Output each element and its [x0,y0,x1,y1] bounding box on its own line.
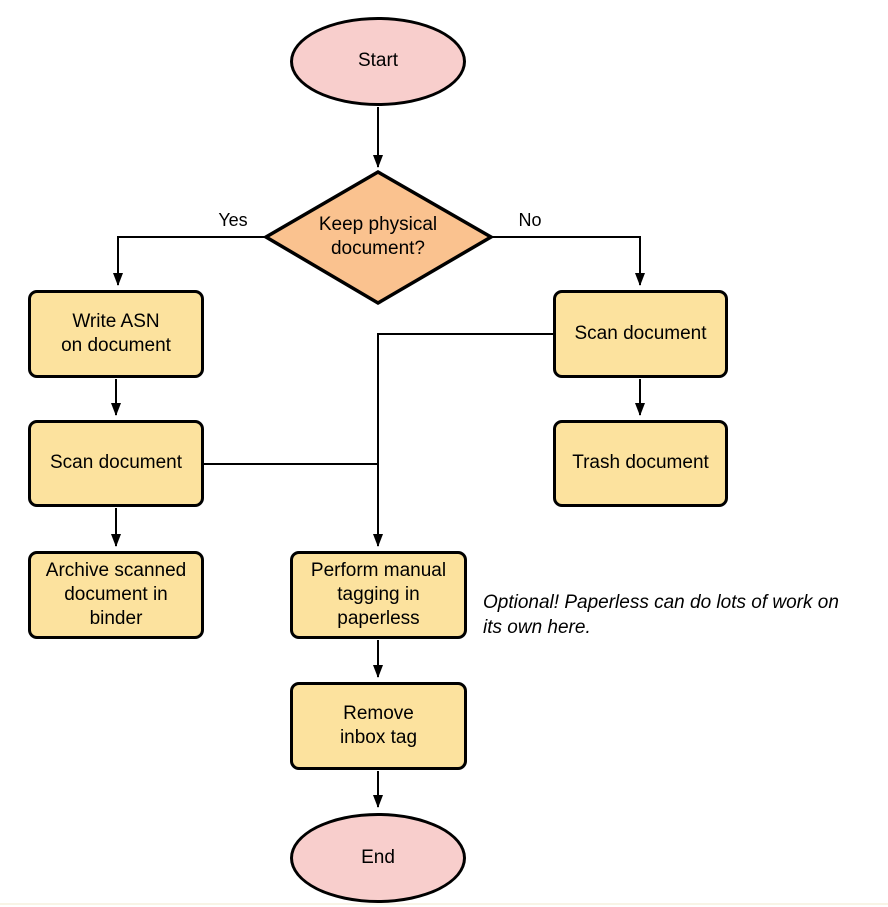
annotation-optional-note: Optional! Paperless can do lots of work … [483,592,839,638]
decision-label: Keep physical document? [318,213,438,259]
process-node-scan-document-right: Scan document [553,290,728,378]
process-node-trash-document: Trash document [553,420,728,507]
edge-label-yes: Yes [218,210,248,230]
end-node: End [290,813,466,903]
footer-divider [0,903,888,905]
process-node-scan-document-left: Scan document [28,420,204,507]
process-node-manual-tagging: Perform manual tagging in paperless [290,551,467,639]
edge-label-no: No [518,210,542,230]
edge-decision-no [490,236,645,286]
start-node: Start [290,17,466,106]
process-node-remove-inbox-tag: Remove inbox tag [290,682,467,770]
process-node-archive-binder: Archive scanned document in binder [28,551,204,639]
edge-scanright-to-tagging [373,333,553,547]
process-node-write-asn: Write ASN on document [28,290,204,378]
decision-diamond-shape [262,169,495,306]
edge-decision-yes [113,236,267,286]
